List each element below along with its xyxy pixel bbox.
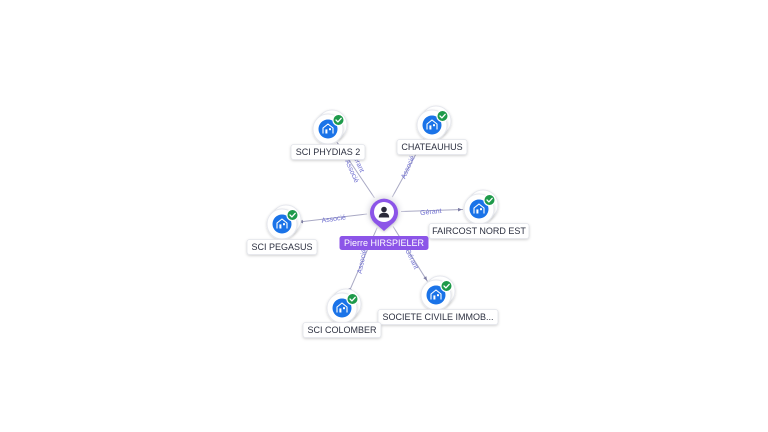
company-name-label: FAIRCOST NORD EST <box>432 226 526 236</box>
company-name-label: CHATEAUHUS <box>401 142 462 152</box>
company-name-label: SOCIETE CIVILE IMMOB... <box>382 312 493 322</box>
check-icon <box>440 279 453 293</box>
building-icon <box>336 302 348 313</box>
company-name-label: SCI PHYDIAS 2 <box>296 147 361 157</box>
check-icon <box>286 208 299 222</box>
check-icon <box>483 193 496 207</box>
company-node-core <box>318 119 338 139</box>
edge-societe-civile-immob <box>392 226 428 282</box>
company-label-bg <box>377 309 499 325</box>
company-node-societe-civile-immob[interactable]: SOCIETE CIVILE IMMOB... <box>377 275 499 325</box>
company-node-core <box>469 199 489 219</box>
company-node-chateauhus[interactable]: CHATEAUHUS <box>396 105 468 155</box>
company-node-core <box>272 214 292 234</box>
company-label-bg <box>396 139 468 155</box>
edge-arrow-faircost-nord-est <box>457 207 463 212</box>
company-label-bg <box>302 322 382 338</box>
company-name-label: SCI COLOMBER <box>307 325 377 335</box>
building-icon <box>426 119 438 130</box>
check-icon <box>436 109 449 123</box>
edge-label-g-rant-societe-civile-immob: Gérant <box>404 248 420 270</box>
company-node-sci-colomber[interactable]: SCI COLOMBER <box>302 288 382 338</box>
building-icon <box>473 203 485 214</box>
company-node-core <box>332 298 352 318</box>
edge-label-g-rant-faircost-nord-est: Gérant <box>420 208 442 217</box>
company-node-sci-phydias-2[interactable]: SCI PHYDIAS 2 <box>290 109 366 160</box>
company-name-label: SCI PEGASUS <box>251 242 312 252</box>
building-icon <box>430 289 442 300</box>
person-name-label: Pierre HIRSPIELER <box>344 238 425 248</box>
building-icon <box>322 123 334 134</box>
edge-faircost-nord-est <box>400 209 464 212</box>
edge-sci-pegasus <box>297 213 368 223</box>
person-icon <box>378 206 390 218</box>
company-label-bg <box>290 144 366 160</box>
person-label-bg <box>339 236 429 250</box>
company-nodes: SCI PHYDIAS 2 CHATEAUHUS FAIRCOST NORD EST… <box>246 105 530 338</box>
building-icon <box>276 218 288 229</box>
person-node[interactable]: Pierre HIRSPIELER <box>339 190 429 250</box>
company-label-bg <box>428 223 530 239</box>
check-icon <box>346 292 359 306</box>
company-node-core <box>426 285 446 305</box>
edge-arrow-societe-civile-immob <box>423 276 427 281</box>
edge-label-associ-sci-colomber: Associé <box>357 249 369 275</box>
check-icon <box>332 113 345 127</box>
company-node-sci-pegasus[interactable]: SCI PEGASUS <box>246 204 318 255</box>
edge-label-associ-sci-pegasus: Associé <box>321 214 346 224</box>
company-label-bg <box>246 239 318 255</box>
company-node-faircost-nord-est[interactable]: FAIRCOST NORD EST <box>428 189 530 239</box>
company-node-core <box>422 115 442 135</box>
edge-label-associ-chateauhus: Associé <box>400 155 416 180</box>
